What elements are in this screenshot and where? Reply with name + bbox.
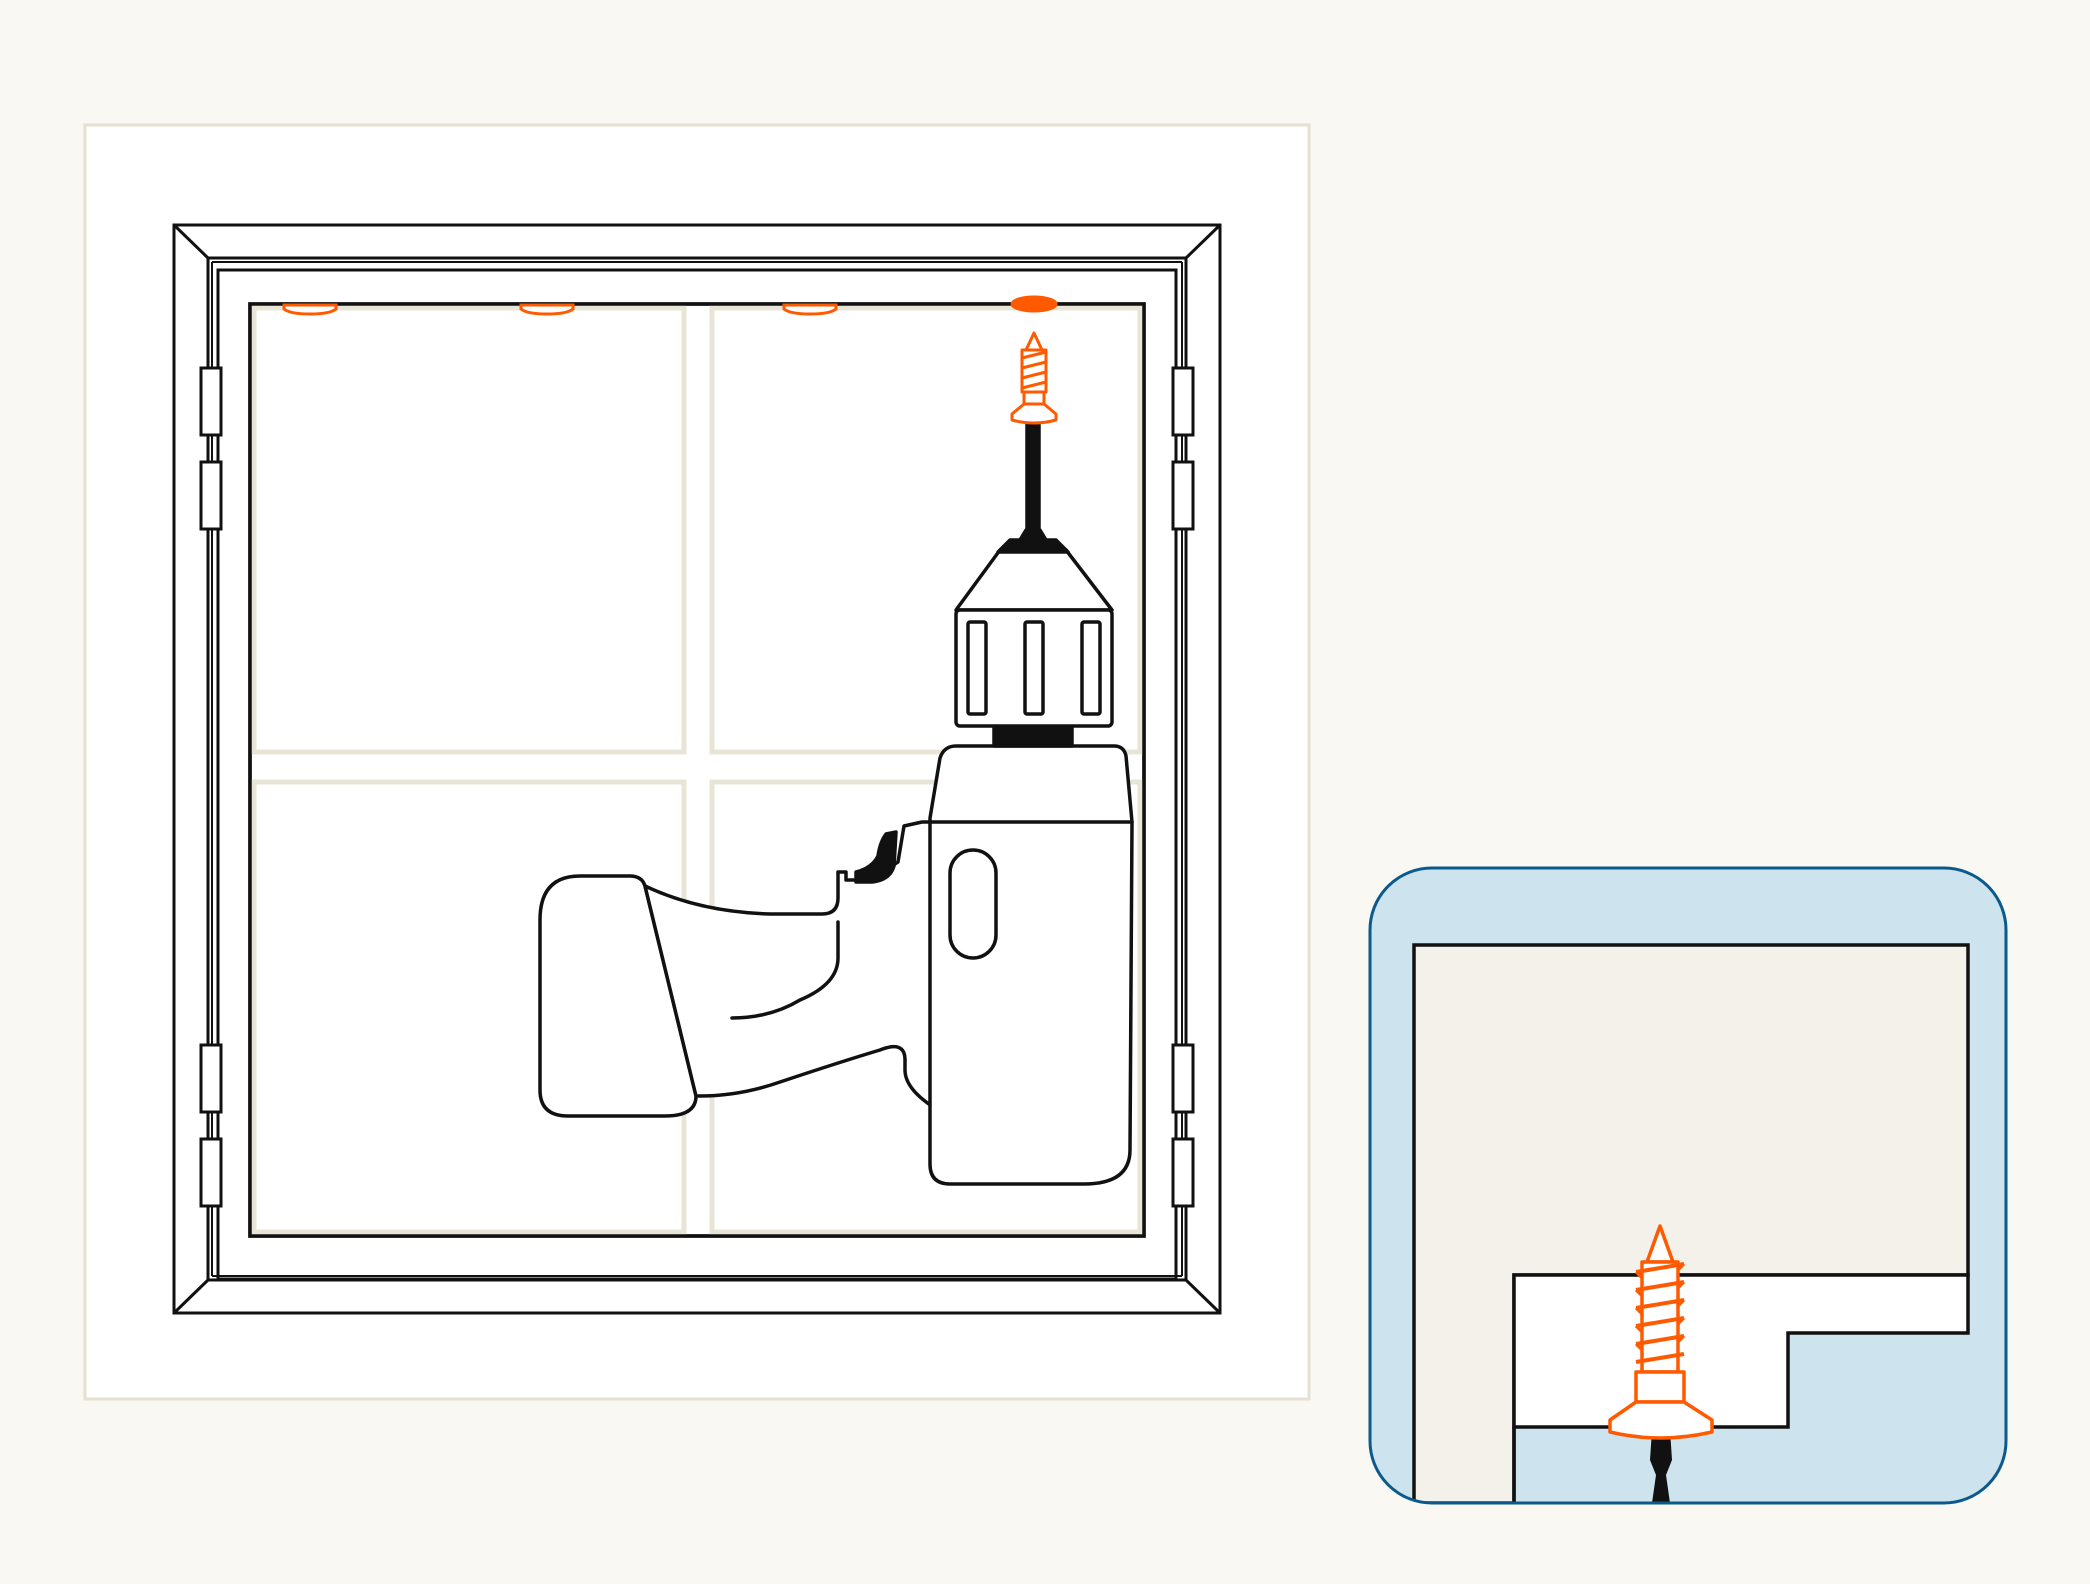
- drill-body: [928, 744, 1134, 1186]
- hinges-left: [199, 366, 223, 1208]
- inset-screw-icon: [1608, 1224, 1714, 1440]
- drill-grip: [643, 820, 1012, 1112]
- drill-bit: [1025, 423, 1041, 542]
- drill-collar: [992, 724, 1074, 748]
- screw-icon: [1010, 331, 1058, 425]
- drill-forward-reverse-switch: [948, 848, 998, 960]
- detail-inset-icon: [1368, 866, 2008, 1505]
- drill-trigger: [854, 830, 898, 884]
- pilot-hole-icon: [282, 295, 1058, 316]
- drill-icon: [538, 423, 1134, 1186]
- hinges-right: [1171, 366, 1195, 1208]
